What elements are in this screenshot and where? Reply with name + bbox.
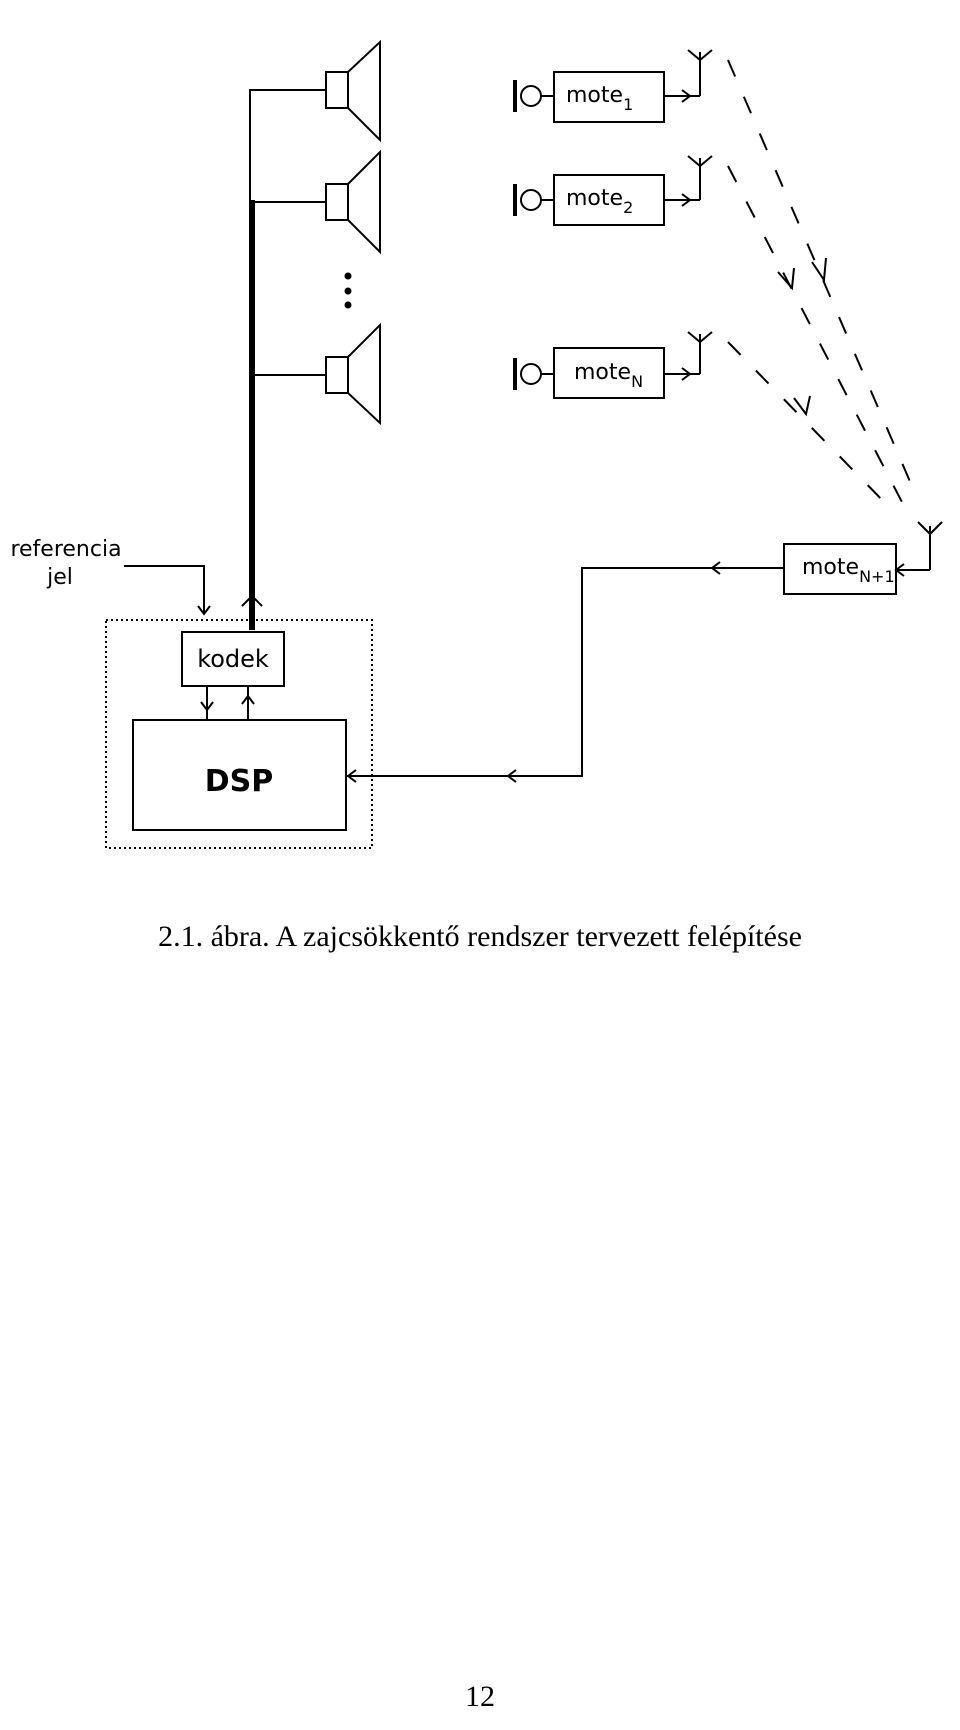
reference-label-line2: jel xyxy=(46,565,73,590)
mote-2-label: mote2 xyxy=(566,186,633,217)
system-architecture-diagram: mote1 mote2 moteN xyxy=(10,39,943,849)
speaker-n xyxy=(325,322,381,426)
dsp-label: DSP xyxy=(205,764,274,799)
codec-label: kodek xyxy=(197,645,269,673)
wireless-links xyxy=(727,59,919,509)
speaker-2 xyxy=(325,149,381,255)
speaker-bus xyxy=(249,89,326,630)
reference-input-line xyxy=(124,565,211,616)
speaker-1 xyxy=(325,39,381,143)
reference-label-line1: referencia xyxy=(10,537,121,562)
codec-box xyxy=(181,631,285,687)
wireless-arrowheads xyxy=(777,257,827,417)
codec-dsp-links xyxy=(200,686,255,720)
figure-caption: 2.1. ábra. A zajcsökkentő rendszer terve… xyxy=(158,920,802,953)
processing-unit-boundary xyxy=(105,619,373,849)
mote-n1-unit xyxy=(783,521,943,595)
mote-n1-label: moteN+1 xyxy=(802,555,895,586)
mote-1-unit xyxy=(513,49,713,123)
mote-n-unit xyxy=(513,331,713,399)
ellipsis-dots xyxy=(344,272,352,309)
mote-2-unit xyxy=(513,155,713,226)
bus-up-arrow xyxy=(241,594,263,607)
receiver-to-dsp-line xyxy=(346,561,784,783)
mote-n-label: moteN xyxy=(574,360,643,391)
mote-1-label: mote1 xyxy=(566,83,633,114)
page-number: 12 xyxy=(465,1680,495,1713)
dsp-box xyxy=(132,719,347,831)
